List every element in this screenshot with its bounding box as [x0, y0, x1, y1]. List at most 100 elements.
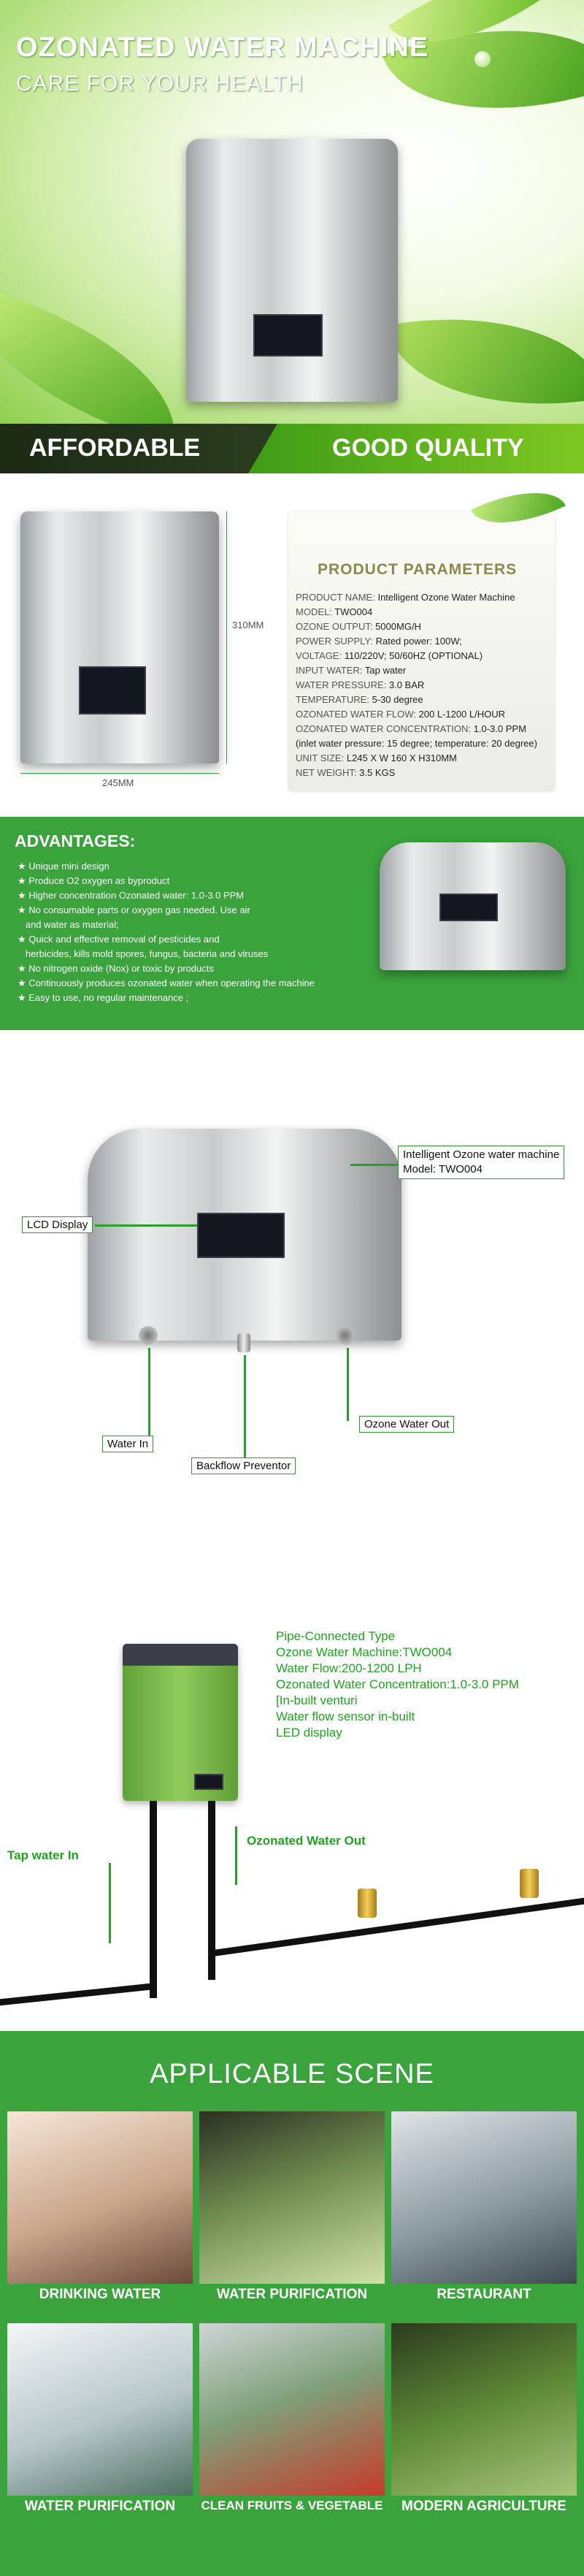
lcd-screen	[197, 1213, 285, 1258]
lcd-screen	[79, 666, 146, 715]
parameter-row: MODEL: TWO004	[296, 606, 372, 617]
width-dimension-label: 245MM	[102, 777, 134, 788]
advantages-section: ADVANTAGES: ★ Unique mini design ★ Produc…	[0, 817, 584, 1030]
advantage-item: ★ Easy to use, no regular maintenance ;	[18, 992, 189, 1003]
parameter-value: Rated power: 100W;	[375, 636, 462, 647]
outlet-pipe	[208, 1801, 215, 1980]
ports-diagram-section: Intelligent Ozone water machine Model: T…	[0, 1030, 584, 1542]
scene-image	[7, 2323, 193, 2496]
water-in-port	[139, 1326, 158, 1345]
callout-arrow	[148, 1348, 150, 1436]
parameter-key: MODEL:	[296, 606, 332, 617]
advantage-item: ★ Quick and effective removal of pestici…	[18, 934, 220, 945]
height-dimension-line	[226, 511, 227, 763]
parameter-value: Tap water	[364, 665, 407, 676]
main-pipe	[0, 1982, 157, 2006]
parameter-key: OZONATED WATER FLOW:	[296, 709, 416, 720]
hero-subtitle: CARE FOR YOUR HEALTH	[16, 72, 304, 96]
backflow-valve	[237, 1333, 250, 1352]
advantage-item: and water as material;	[18, 919, 119, 930]
parameter-row: POWER SUPPLY: Rated power: 100W;	[296, 636, 462, 647]
advantages-title: ADVANTAGES:	[15, 831, 136, 850]
parameter-row: NET WEIGHT: 3.5 KGS	[296, 767, 395, 778]
parameter-key: NET WEIGHT:	[296, 767, 357, 778]
scene-label: WATER PURIFICATION	[216, 2287, 368, 2302]
parameter-value: 3.5 KGS	[359, 767, 396, 778]
parameter-key: OZONE OUTPUT:	[296, 621, 373, 632]
callout-model-line2: Model: TWO004	[403, 1163, 483, 1175]
callout-arrow	[350, 1164, 398, 1166]
banner-right-bg	[248, 424, 584, 473]
pipe-spec-line: Water Flow:200-1200 LPH	[276, 1661, 422, 1675]
faucet-icon	[520, 1869, 539, 1898]
advantage-item: ★ No consumable parts or oxygen gas need…	[18, 904, 250, 915]
banner-affordable: AFFORDABLE	[29, 434, 201, 462]
parameter-key: WATER PRESSURE:	[296, 679, 387, 690]
advantage-item: ★ Unique mini design	[18, 861, 110, 872]
applicable-scene-section: APPLICABLE SCENE DRINKING WATER WATER PUR…	[0, 2031, 584, 2576]
pipe-machine-image	[123, 1644, 238, 1801]
parameter-value: 1.0-3.0 PPM	[473, 723, 526, 734]
scene-label: RESTAURANT	[437, 2287, 531, 2302]
parameter-value: TWO004	[334, 606, 373, 617]
ozone-out-port	[336, 1326, 355, 1345]
advantage-item: ★ Produce O2 oxygen as byproduct	[18, 875, 170, 886]
parameter-row: OZONATED WATER CONCENTRATION: 1.0-3.0 PP…	[296, 723, 526, 734]
callout-water-in: Water In	[102, 1436, 154, 1452]
hero-title: OZONATED WATER MACHINE	[16, 32, 429, 63]
lcd-screen	[439, 893, 498, 921]
parameter-key: PRODUCT NAME:	[296, 592, 375, 603]
scene-image	[391, 2111, 577, 2284]
pipe-spec-line: Ozonated Water Concentration:1.0-3.0 PPM	[276, 1677, 519, 1691]
callout-model-line1: Intelligent Ozone water machine	[403, 1148, 560, 1161]
parameters-section: 310MM 245MM PRODUCT PARAMETERS PRODUCT N…	[0, 472, 584, 817]
product-diagram-image	[88, 1129, 402, 1352]
lcd-screen	[253, 314, 323, 357]
scene-image	[391, 2323, 577, 2496]
parameter-row: PRODUCT NAME: Intelligent Ozone Water Ma…	[296, 592, 515, 603]
scene-title: APPLICABLE SCENE	[150, 2059, 434, 2089]
ozonated-water-out-label: Ozonated Water Out	[247, 1834, 366, 1848]
pipe-spec-line: LED display	[276, 1726, 342, 1739]
parameter-value: 5000MG/H	[375, 621, 421, 632]
parameter-value: 110/220V; 50/60HZ (OPTIONAL)	[344, 650, 483, 661]
parameter-key: POWER SUPPLY:	[296, 636, 373, 647]
advantage-item: ★ No nitrogen oxide (Nox) or toxic by pr…	[18, 963, 214, 974]
parameter-row: UNIT SIZE: L245 X W 160 X H310MM	[296, 752, 457, 763]
inlet-pipe	[150, 1801, 157, 1998]
hero-section: OZONATED WATER MACHINE CARE FOR YOUR HEA…	[0, 0, 584, 424]
scene-label: DRINKING WATER	[39, 2287, 161, 2302]
parameter-value: 5-30 degree	[372, 694, 423, 705]
parameter-row: WATER PRESSURE: 3.0 BAR	[296, 679, 424, 690]
height-dimension-label: 310MM	[232, 620, 264, 630]
callout-arrow	[244, 1355, 246, 1457]
pipe-spec-line: Ozone Water Machine:TWO004	[276, 1645, 453, 1659]
leaf-decoration	[471, 472, 566, 544]
parameter-value: Intelligent Ozone Water Machine	[377, 592, 515, 603]
water-drop-icon	[474, 51, 491, 67]
parameter-row: (inlet water pressure: 15 degree; temper…	[296, 738, 537, 749]
parameter-value: 200 L-1200 L/HOUR	[418, 709, 506, 720]
product-angled-image	[380, 842, 566, 970]
parameter-key: VOLTAGE:	[296, 650, 342, 661]
banner-good-quality: GOOD QUALITY	[332, 434, 524, 462]
parameter-key: OZONATED WATER CONCENTRATION:	[296, 723, 472, 734]
parameter-row: TEMPERATURE: 5-30 degree	[296, 694, 423, 705]
parameter-key: INPUT WATER:	[296, 665, 363, 676]
advantage-item: ★ Higher concentration Ozonated water: 1…	[18, 890, 245, 901]
parameter-row: OZONATED WATER FLOW: 200 L-1200 L/HOUR	[296, 709, 505, 720]
pipe-spec-line: Pipe-Connected Type	[276, 1629, 396, 1643]
product-front-image	[20, 511, 219, 763]
parameter-key: TEMPERATURE:	[296, 694, 369, 705]
flow-arrow-out	[235, 1826, 237, 1885]
scene-label: MODERN AGRICULTURE	[402, 2499, 566, 2514]
scene-label: CLEAN FRUITS & VEGETABLE	[201, 2499, 383, 2512]
scene-label: WATER PURIFICATION	[24, 2499, 176, 2514]
parameter-value: 3.0 BAR	[388, 679, 425, 690]
callout-ozone-out: Ozone Water Out	[359, 1416, 455, 1433]
width-dimension-line	[20, 773, 219, 774]
faucet-icon	[358, 1889, 377, 1918]
scene-image	[199, 2111, 385, 2284]
scene-image	[7, 2111, 193, 2284]
